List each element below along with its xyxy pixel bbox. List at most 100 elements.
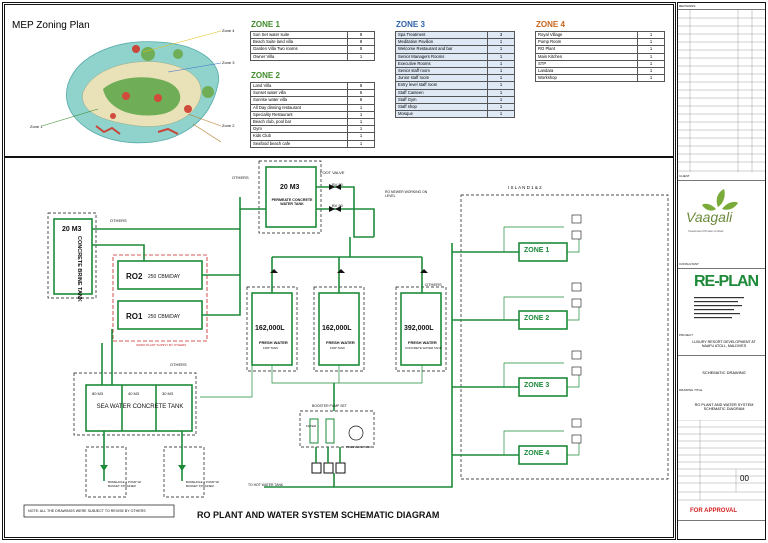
zoning-panel [4,4,674,157]
tank3-sub: CONCRETE WATER TANK [405,346,442,350]
drawing-border [2,2,676,540]
zone-count: 1 [487,110,515,119]
zone-item: Sunset water villa [250,89,348,98]
tank1-capacity: 162,000L [255,325,285,332]
zone-item: Workshop [535,74,638,83]
revision-table: REVISIONS [678,3,765,177]
zone1-title: ZONE 1 [251,20,280,29]
zone-item: Welcome Restaurant and bar [395,45,488,54]
zone-count: 1 [487,95,515,104]
zone-count: 1 [637,38,665,47]
fw-tank1 [251,292,293,366]
status-label: FOR APPROVAL [690,508,738,514]
ro2-name: RO2 [126,272,143,281]
zone-item: Meditation Pavilion [395,38,488,47]
tank2-name: FRESH WATER [326,340,355,345]
zone-count: 1 [637,66,665,76]
ro-supply-note: SWRO PLANT SUPPLY BY OTHERS [136,343,187,347]
permeate-tank [265,166,317,228]
brine-tank-outline [47,212,97,299]
leaf-icon [702,189,738,211]
zone2-label: ZONE 2 [524,315,550,322]
zone-count: 1 [487,81,515,90]
drawing-title-label: DRAWING TITLE [679,388,703,392]
client-label: CLIENT [679,174,690,178]
tank1-sub: FWP TANK [263,346,279,350]
zone-count: 1 [637,74,665,83]
zone-count: 1 [347,52,375,61]
borehole2-outline [163,446,205,498]
schematic-diagram: .g{stroke:#1d8a3a;fill:none;stroke-width… [23,160,669,518]
island-label: I S L A N D 1 & 2 [508,185,542,190]
sheet-number: 00 [740,474,749,483]
zone-count: 1 [347,132,375,141]
tank3-name: FRESH WATER [408,340,437,345]
zone3-label: ZONE 3 [524,382,550,389]
zone-count: 1 [487,66,515,76]
zone-count: 8 [347,38,375,47]
bv-label-2: BV 50 [332,203,343,208]
permeate-name: PERMEATE CONCRETE WATER TANK [271,198,313,206]
consultant-label: CONSULTANT [679,262,699,266]
zone-item: Staff shop [395,102,488,112]
pressure-tank-label: PRESSURE TANK [346,445,372,449]
ro-note: RO NEWER WORKING ON LEVEL [385,190,428,198]
revisions-label: REVISIONS [678,3,765,10]
zone-item: Junior staff room [395,74,488,83]
zone-item: Kids Club [250,132,348,141]
drawing-type: SCHEMATIC DRAWING [702,370,746,375]
sea-tank-outline [73,372,197,436]
zone-count: 1 [487,52,515,61]
ro2-unit [117,260,203,290]
zone-item: Owner Villa [250,52,348,61]
zone-item: Mosque [395,110,488,119]
zone-item: Sun Set water suite [250,30,348,40]
sea-tank-name: SEA WATER CONCRETE TANK [96,404,184,410]
zone-item: Garden Villa Two rooms [250,45,348,54]
zone-count: 1 [487,38,515,47]
revision-grid [678,10,765,172]
zone-count: 3 [487,30,515,40]
zone-item: Spa Treatment [395,30,488,40]
zone-count: 1 [637,52,665,61]
schematic-panel [4,157,674,538]
map-zone-label: Zone 3 [222,60,235,65]
fw-tank3-outline [395,286,447,372]
others-label: OTHERS [110,218,127,223]
tank2-capacity: 162,000L [322,325,352,332]
zone-count: 1 [637,30,665,40]
zone-count: 6 [347,89,375,98]
map-zone-label: Zone 2 [222,123,235,128]
zone-item: All Day dinning restaurant [250,103,348,112]
client-logo: Vaagali Investment Private Limited [678,180,765,253]
zone2-title: ZONE 2 [251,71,280,80]
zone-count: 1 [487,102,515,112]
filter-label: FILTER [306,424,317,428]
zone-item: Sunrise water villa [250,96,348,105]
tank3-capacity: 392,000L [404,325,434,332]
zone-count: 1 [637,45,665,54]
zone-count: 1 [487,88,515,97]
project-name: LUXURY RESORT DEVELOPMENT AT NAAFU ATOLL… [692,340,756,348]
zone-count: 1 [487,45,515,54]
main-title: RO PLANT AND WATER SYSTEM SCHEMATIC DIAG… [197,510,440,520]
